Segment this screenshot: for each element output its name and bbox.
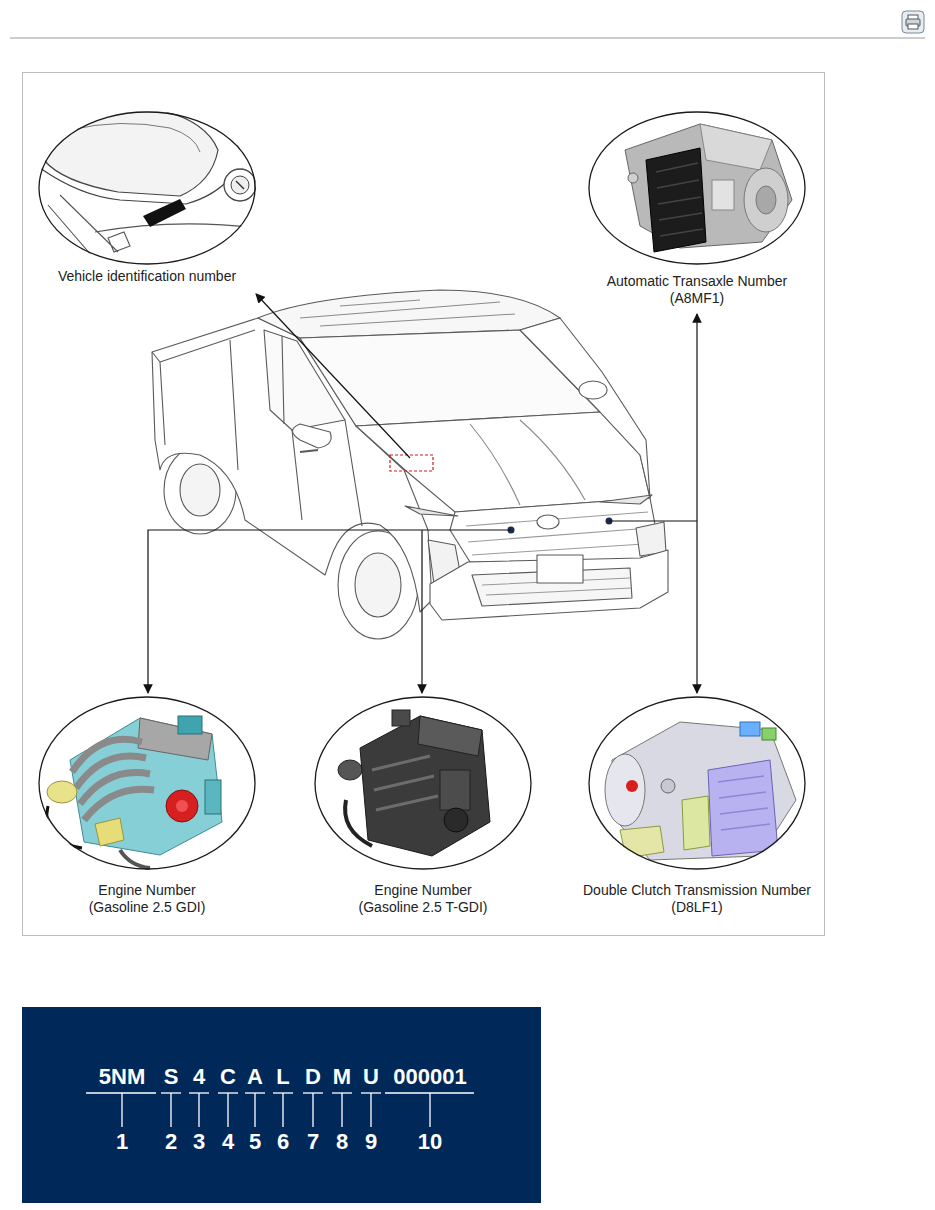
header-rule [10,38,925,39]
engine-gdi-arrow [148,530,511,693]
vin-segment: U [363,1065,379,1089]
transaxle-circle: Automatic Transaxle Number (A8MF1) [588,111,806,265]
vin-code-panel: 5NMS4CALDMU00000112345678910 [22,1007,541,1203]
leader-tick [312,1093,313,1127]
vin-segment: 000001 [393,1065,466,1089]
part-caption: Vehicle identification number [32,268,262,285]
circle-outline [39,697,255,869]
callout-number: 2 [165,1130,177,1154]
transmission-arrow [696,314,697,693]
callout-number: 3 [193,1130,205,1154]
vin-segment: C [220,1065,236,1089]
vin-rules [22,1007,541,1203]
leader-tick [227,1093,228,1127]
circle-outline [39,112,255,264]
vin-location-circle: Vehicle identification number [38,111,256,265]
circle-outline [588,111,806,265]
figure-frame [23,73,825,936]
vin-closeup [38,105,258,267]
leader-tick [282,1093,283,1127]
vin-segment: S [164,1065,179,1089]
circle-outline [589,697,805,869]
engine-circle: Engine Number (Gasoline 2.5 T-GDI) [314,696,532,870]
transmission-branch [609,520,697,521]
vin-segment: 5NM [99,1065,145,1089]
vehicle-illustration [152,290,668,639]
print-icon [902,11,924,33]
transmission-circle: Double Clutch Transmission Number (D8LF1… [588,696,806,870]
callout-number: 5 [249,1130,261,1154]
transaxle-illustration [588,111,808,267]
leader-tick [341,1093,342,1127]
leader-tick [254,1093,255,1127]
vin-segment: D [305,1065,321,1089]
part-caption: Automatic Transaxle Number (A8MF1) [592,273,802,307]
leader-arrows [148,294,697,693]
vin-segment: L [276,1065,289,1089]
leader-tick [429,1093,430,1127]
leader-tick [198,1093,199,1127]
leader-tick [370,1093,371,1127]
callout-number: 8 [336,1130,348,1154]
leader-tick [170,1093,171,1127]
leader-tick [121,1093,122,1127]
vin-arrow [256,294,410,458]
circle-outline [314,696,532,870]
circle-outline [588,696,806,870]
callout-number: 10 [418,1130,442,1154]
callout-number: 1 [116,1130,128,1154]
engine-tgdi-illustration [314,695,534,871]
part-caption: Engine Number (Gasoline 2.5 T-GDI) [348,882,498,916]
vin-segment: A [247,1065,263,1089]
circle-outline [38,111,256,265]
callout-number: 4 [222,1130,234,1154]
callout-number: 9 [365,1130,377,1154]
vin-segment: M [333,1065,351,1089]
engine-gdi-illustration [38,695,258,871]
part-caption: Double Clutch Transmission Number (D8LF1… [570,882,825,916]
vin-segment: 4 [193,1065,205,1089]
engine-tgdi-arrow [421,530,422,693]
vin-location-marker [390,455,433,471]
callout-number: 7 [307,1130,319,1154]
callout-number: 6 [277,1130,289,1154]
engine-circle: Engine Number (Gasoline 2.5 GDI) [38,696,256,870]
part-caption: Engine Number (Gasoline 2.5 GDI) [72,882,222,916]
circle-outline [315,697,531,869]
underline [86,1092,156,1093]
dct-illustration [588,695,808,871]
circle-outline [38,696,256,870]
circle-outline [589,112,805,264]
